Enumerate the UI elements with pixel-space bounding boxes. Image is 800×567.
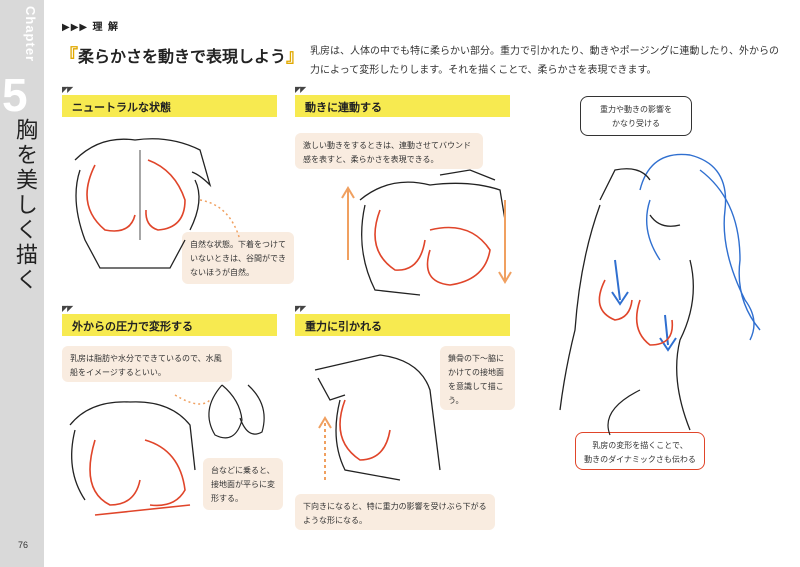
panel-title: 外からの圧力で変形する bbox=[72, 320, 193, 333]
gravity-breast-lines bbox=[339, 399, 391, 461]
panel-header-neutral: ◤◤ ニュートラルな状態 bbox=[62, 85, 277, 117]
callout-bottom: 乳房の変形を描くことで、 動きのダイナミックさも伝わる bbox=[575, 432, 705, 470]
note-gravity-hang: 下向きになると、特に重力の影響を受けぶら下がるような形になる。 bbox=[295, 494, 495, 530]
panel-header-gravity: ◤◤ 重力に引かれる bbox=[295, 304, 510, 336]
motion-breast-lines bbox=[374, 209, 491, 286]
chapter-word: Chapter bbox=[23, 6, 38, 63]
pressure-breast-lines bbox=[89, 439, 186, 507]
callout-pointer-line bbox=[607, 389, 641, 436]
character-breast-lines bbox=[598, 279, 674, 346]
character-hair-sketch bbox=[611, 153, 761, 352]
chapter-band: Chapter 5 胸を美しく描く 76 bbox=[0, 0, 44, 567]
page-number: 76 bbox=[18, 540, 29, 550]
gravity-torso-sketch bbox=[314, 354, 441, 481]
section-label: ▶▶▶ 理 解 bbox=[62, 22, 120, 33]
chevron-icon: ◤◤ bbox=[62, 85, 73, 94]
close-bracket-icon: 』 bbox=[286, 46, 305, 67]
chapter-number: 5 bbox=[2, 69, 28, 121]
panel-title: ニュートラルな状態 bbox=[72, 101, 171, 114]
note-neutral: 自然な状態。下着をつけていないときは、谷間ができないほうが自然。 bbox=[182, 232, 294, 284]
chevron-icon: ◤◤ bbox=[295, 85, 306, 94]
open-bracket-icon: 『 bbox=[60, 46, 78, 67]
chevron-icon: ◤◤ bbox=[62, 304, 73, 313]
note-gravity: 鎖骨の下～脇にかけての接地面を意識して描こう。 bbox=[440, 346, 515, 410]
motion-torso-sketch bbox=[359, 169, 506, 296]
pressure-torso-sketch bbox=[69, 401, 196, 516]
character-body-sketch bbox=[559, 168, 694, 431]
page-title-text: 柔らかさを動きで表現しよう bbox=[78, 47, 287, 66]
page-title: 『柔らかさを動きで表現しよう』 bbox=[60, 42, 304, 68]
callout-top: 重力や動きの影響を かなり受ける bbox=[580, 96, 692, 136]
neutral-breast-lines bbox=[86, 159, 186, 232]
panel-header-pressure: ◤◤ 外からの圧力で変形する bbox=[62, 304, 277, 336]
note-pressure-ground: 台などに乗ると、接地面が平らに変形する。 bbox=[203, 458, 283, 510]
intro-paragraph: 乳房は、人体の中でも特に柔らかい部分。重力で引かれたり、動きやポージングに連動し… bbox=[310, 46, 779, 76]
chapter-title: 胸を美しく描く bbox=[12, 118, 37, 293]
note-motion: 激しい動きをするときは、連動させてバウンド感を表すと、柔らかさを表現できる。 bbox=[295, 133, 483, 169]
chevron-icon: ◤◤ bbox=[295, 304, 306, 313]
panel-title: 重力に引かれる bbox=[305, 320, 382, 333]
panel-title: 動きに連動する bbox=[305, 101, 382, 114]
dotted-arrow-icon bbox=[199, 199, 241, 241]
neutral-torso-sketch bbox=[74, 138, 212, 269]
water-balloon-sketch bbox=[208, 384, 265, 439]
panel-header-motion: ◤◤ 動きに連動する bbox=[295, 85, 510, 117]
note-pressure: 乳房は脂肪や水分でできているので、水風船をイメージするといい。 bbox=[62, 346, 232, 382]
